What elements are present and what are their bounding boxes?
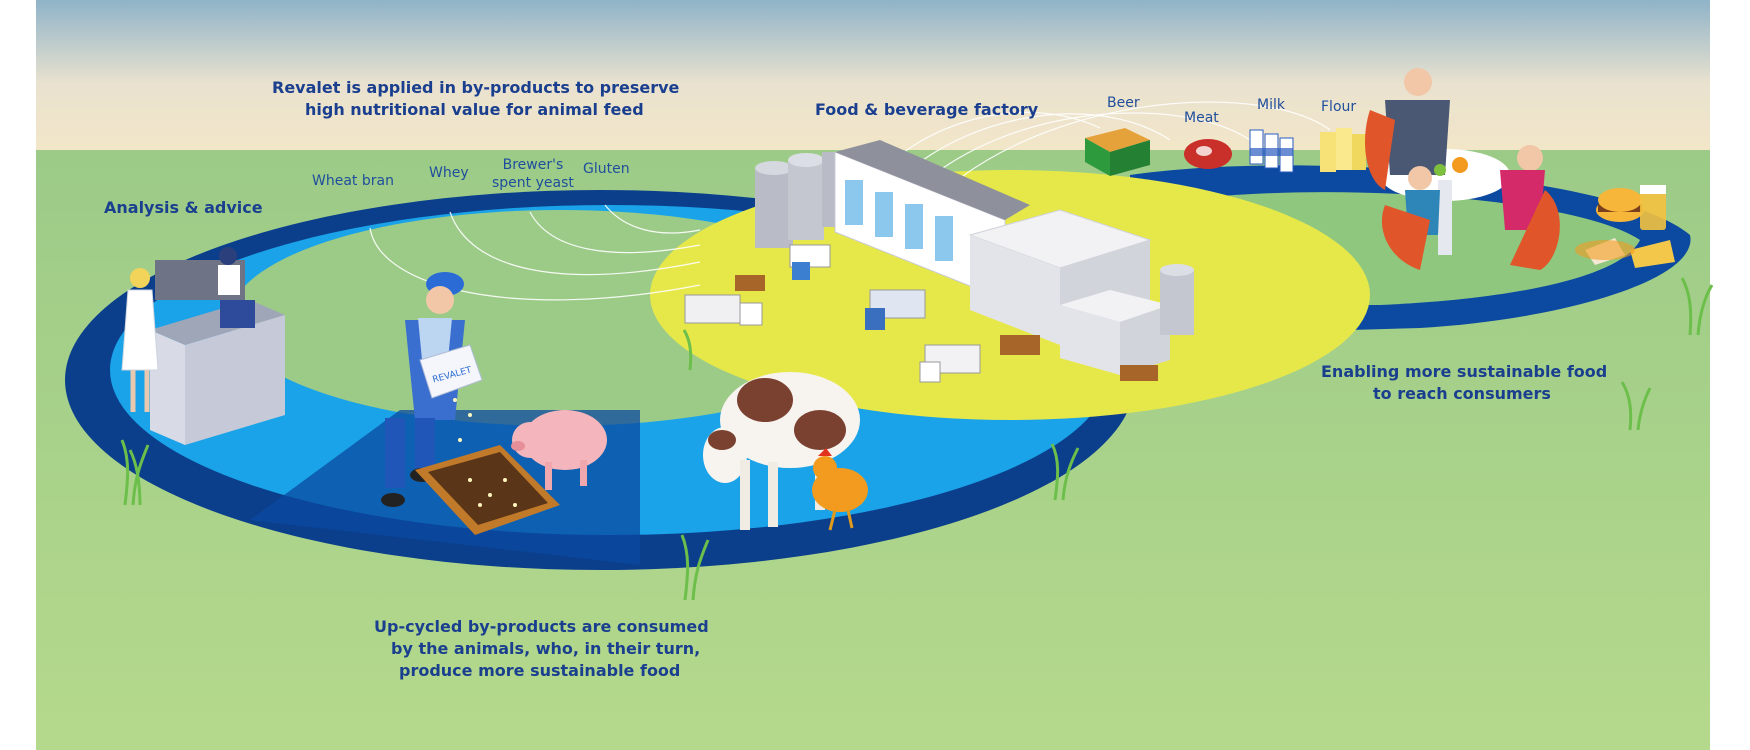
lab-station-illustration: [121, 247, 285, 445]
factory-illustration: [684, 140, 1194, 383]
label-meat: Meat: [1184, 110, 1219, 126]
label-brewers-spent-yeast: Brewer's spent yeast: [492, 157, 574, 192]
family-dining-illustration: [1365, 68, 1560, 270]
label-whey: Whey: [429, 165, 469, 181]
feed-trough: [415, 398, 560, 535]
flour-bags-icon: [1320, 128, 1366, 172]
label-beer: Beer: [1107, 95, 1140, 111]
label-upcycled-line2: by the animals, who, in their turn,: [391, 639, 701, 658]
meat-steak-icon: [1184, 139, 1232, 169]
farmer-illustration: REVALET: [381, 272, 483, 507]
label-milk: Milk: [1257, 97, 1285, 113]
sky: [36, 0, 1710, 152]
label-upcycled-line3: produce more sustainable food: [399, 661, 681, 680]
label-factory: Food & beverage factory: [815, 100, 1039, 119]
label-upcycled-line1: Up-cycled by-products are consumed: [374, 617, 709, 636]
product-connectors: [899, 101, 1331, 179]
grass-tufts: [120, 277, 1714, 601]
label-enabling-line2: to reach consumers: [1373, 384, 1551, 403]
label-enabling-line1: Enabling more sustainable food: [1321, 362, 1608, 381]
label-gluten: Gluten: [583, 161, 630, 177]
label-flour: Flour: [1321, 99, 1357, 115]
byproduct-connectors: [369, 204, 701, 301]
chicken-illustration: [812, 448, 868, 531]
label-revalet-line2: high nutritional value for animal feed: [305, 100, 644, 119]
label-wheat-bran: Wheat bran: [312, 173, 394, 189]
consumer-food-icons: [1575, 185, 1675, 268]
label-analysis-advice: Analysis & advice: [104, 198, 263, 217]
milk-cartons-icon: [1249, 129, 1294, 173]
label-revalet-line1: Revalet is applied in by-products to pre…: [272, 78, 680, 97]
pig-illustration: [511, 410, 607, 490]
beer-crate-icon: [1085, 128, 1150, 176]
